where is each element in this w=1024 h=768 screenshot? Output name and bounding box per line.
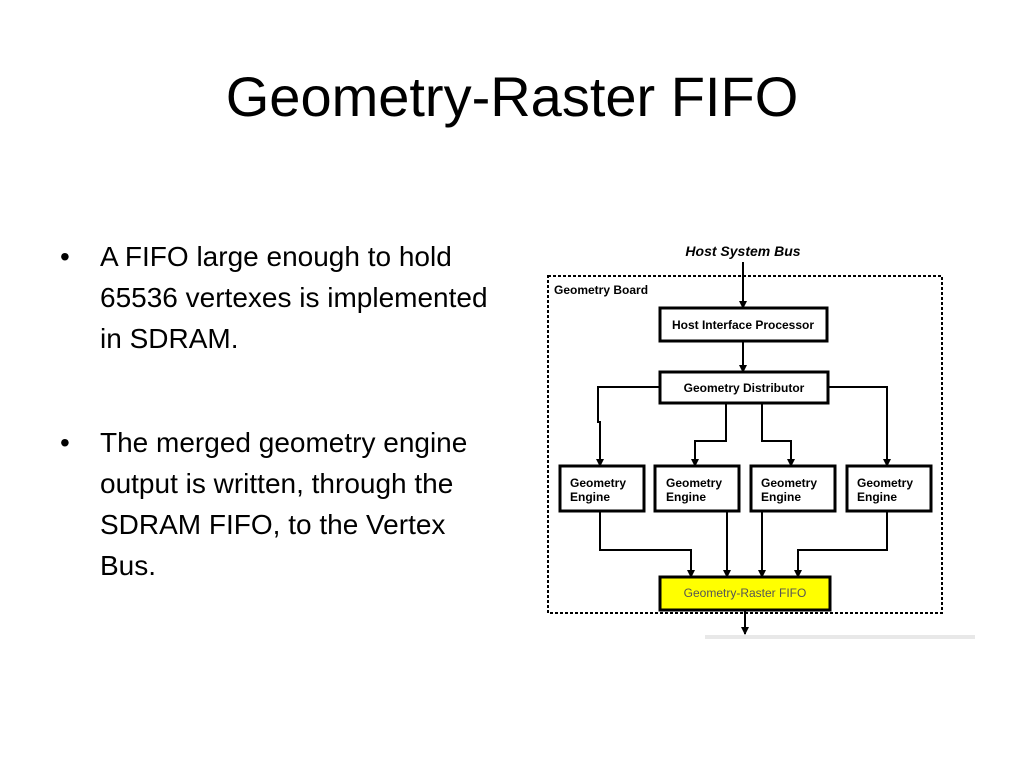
geometry-engine-label: Geometry Engine (857, 476, 916, 504)
bullet-item: • The merged geometry engine output is w… (60, 422, 490, 586)
geometry-distributor-label: Geometry Distributor (684, 381, 805, 395)
geometry-board-label: Geometry Board (554, 283, 648, 297)
bullet-list: • A FIFO large enough to hold 65536 vert… (60, 236, 490, 586)
geometry-raster-fifo-label: Geometry-Raster FIFO (684, 586, 807, 600)
bullet-dot-icon: • (60, 241, 70, 272)
bullet-text: The merged geometry engine output is wri… (100, 427, 468, 581)
arrow-distributor-to-engine-3 (761, 403, 795, 467)
slide-title: Geometry-Raster FIFO (225, 65, 799, 128)
host-interface-processor-label: Host Interface Processor (672, 318, 814, 332)
geometry-engine-box (749, 464, 837, 513)
geometry-engine-label: Geometry Engine (570, 476, 629, 504)
geometry-engine-label: Geometry Engine (761, 476, 820, 504)
geometry-engine-label: Geometry Engine (666, 476, 725, 504)
arrow-engine-4-to-fifo (794, 511, 888, 578)
arrow-distributor-to-engine-2 (691, 403, 727, 467)
output-shadow-line (705, 635, 975, 639)
bullet-text: A FIFO large enough to hold 65536 vertex… (100, 241, 488, 354)
arrow-distributor-to-engine-4 (828, 386, 891, 467)
bullet-item: • A FIFO large enough to hold 65536 vert… (60, 236, 490, 359)
host-interface-processor-box (658, 306, 829, 343)
host-system-bus-label: Host System Bus (685, 243, 800, 259)
geometry-engine-box (653, 464, 741, 513)
geometry-engine-box (558, 464, 646, 513)
arrow-distributor-to-engine-1 (596, 386, 660, 467)
bullet-dot-icon: • (60, 427, 70, 458)
geometry-raster-fifo-box (658, 575, 832, 612)
geometry-distributor-box (658, 370, 830, 405)
geometry-board-diagram: Host System Bus Geometry Board Host Inte… (547, 243, 975, 639)
geometry-engine-box (845, 464, 933, 513)
arrow-engine-1-to-fifo (599, 511, 695, 578)
